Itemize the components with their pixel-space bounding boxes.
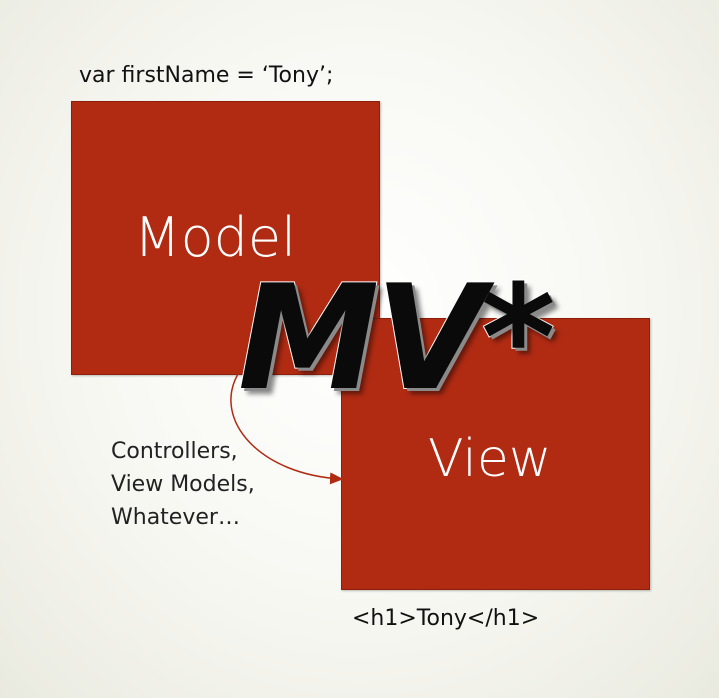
view-box: View	[341, 318, 650, 590]
controllers-line-1: Controllers,	[111, 439, 238, 464]
view-code-label: <h1>Tony</h1>	[352, 606, 540, 631]
view-box-title: View	[428, 429, 552, 489]
mv-star-title: MV*	[237, 254, 556, 423]
controllers-label: Controllers, View Models, Whatever…	[111, 435, 255, 534]
model-code-label: var firstName = ‘Tony’;	[79, 63, 334, 88]
controllers-line-2: View Models,	[111, 472, 255, 497]
model-box-title: Model	[134, 206, 297, 269]
controllers-line-3: Whatever…	[111, 505, 240, 530]
model-box: Model	[71, 101, 380, 375]
